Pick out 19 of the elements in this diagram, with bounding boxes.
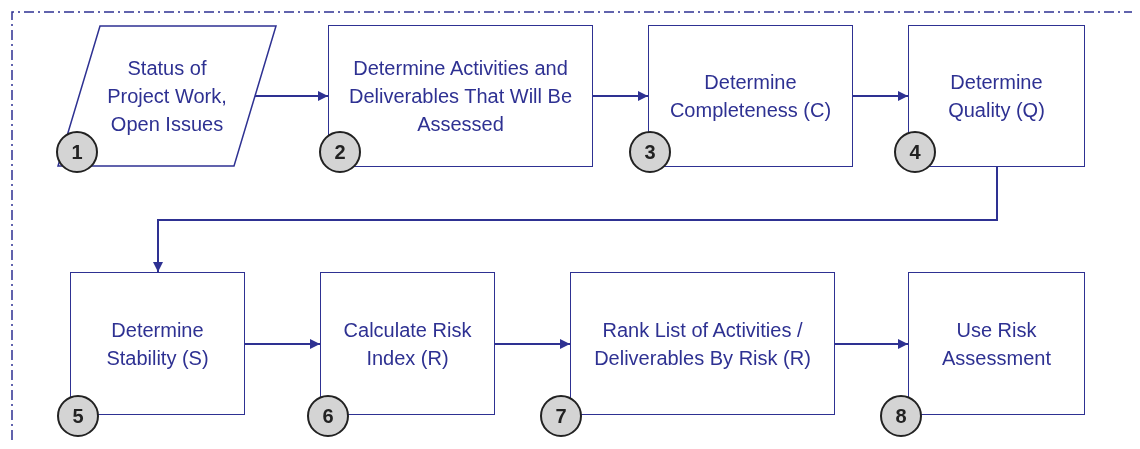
step-number: 8 — [880, 395, 922, 437]
process-box: Use Risk Assessment — [908, 272, 1085, 415]
arrow — [852, 91, 909, 101]
step-number: 2 — [319, 131, 361, 173]
input-parallelogram — [57, 25, 277, 167]
step-number: 3 — [629, 131, 671, 173]
arrow — [254, 91, 329, 101]
step-number: 1 — [56, 131, 98, 173]
process-box: Rank List of Activities / Deliverables By Risk (R) — [570, 272, 835, 415]
node-text: Status of Project Work, Open Issues — [106, 56, 228, 137]
arrow — [834, 339, 909, 349]
arrow — [494, 339, 571, 349]
arrow — [153, 166, 998, 273]
arrow — [244, 339, 321, 349]
step-number: 4 — [894, 131, 936, 173]
step-number: 6 — [307, 395, 349, 437]
step-number: 5 — [57, 395, 99, 437]
step-number: 7 — [540, 395, 582, 437]
arrow — [592, 91, 649, 101]
